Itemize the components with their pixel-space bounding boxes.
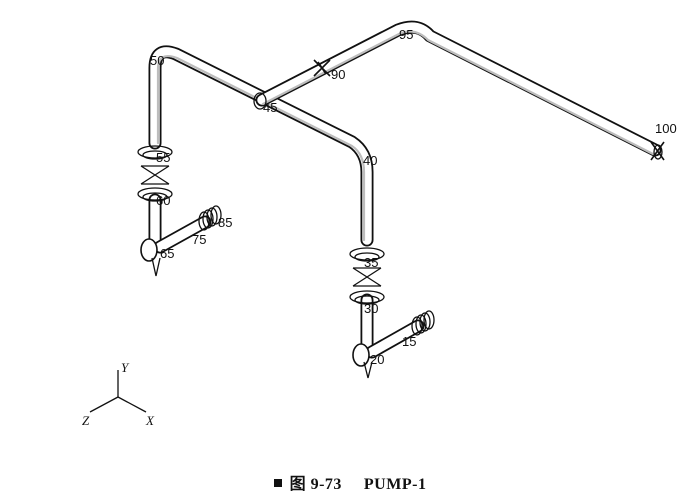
elbow-20 [352,343,370,367]
axis-z-line [89,396,119,413]
label-node-15: 15 [402,334,416,349]
pipe-right-suction-core [367,321,423,357]
pipe-main-run-shade [156,54,366,242]
end-100-cap [653,144,663,160]
axis-y-label: Y [121,360,130,375]
axis-triad: Y X Z [82,360,155,428]
label-node-95: 95 [399,27,413,42]
label-node-40: 40 [363,153,377,168]
label-node-55: 55 [156,150,170,165]
node-labels: 15 20 30 35 40 45 50 55 60 65 75 85 90 9… [150,27,677,367]
flange-55-inner [142,150,168,160]
flange-55 [137,145,173,159]
caption-title: PUMP-1 [363,476,427,493]
valve-right [352,267,382,287]
flange-35-inner [354,252,380,262]
flange-35 [349,247,385,261]
flange-30-inner [354,295,380,305]
valve-left [140,165,170,185]
caption-bullet [273,479,282,487]
elbow-65 [140,238,158,262]
valve-90-marker [313,59,331,77]
elbow-20-support [363,361,373,379]
label-node-100: 100 [655,121,677,136]
label-node-50: 50 [150,53,164,68]
label-node-30: 30 [364,301,378,316]
nozzle-85 [198,205,222,231]
axis-x-line [117,396,147,413]
elbow-65-support [151,257,161,277]
label-node-60: 60 [156,193,170,208]
caption-figure-number: 图 9-73 [289,476,342,493]
label-node-65: 65 [160,246,174,261]
label-node-85: 85 [218,215,232,230]
flange-60 [137,187,173,201]
end-100-marker [650,141,665,161]
figure-caption: 图 9-73 PUMP-1 [0,470,700,494]
pipe-branch-run-core [257,22,660,155]
label-node-75: 75 [192,232,206,247]
label-node-20: 20 [370,352,384,367]
tee-45-flange [253,92,267,110]
axis-z-label: Z [82,413,90,428]
nozzle-15 [411,310,435,336]
pipe-left-suction-core [155,217,210,252]
axis-x-label: X [145,413,155,428]
label-node-90: 90 [331,67,345,82]
fittings [137,59,665,379]
label-node-35: 35 [364,255,378,270]
pipe-network [148,20,662,359]
flange-30 [349,290,385,304]
flange-60-inner [142,192,168,202]
label-node-45: 45 [263,100,277,115]
pipe-branch-run-shade [261,30,655,156]
